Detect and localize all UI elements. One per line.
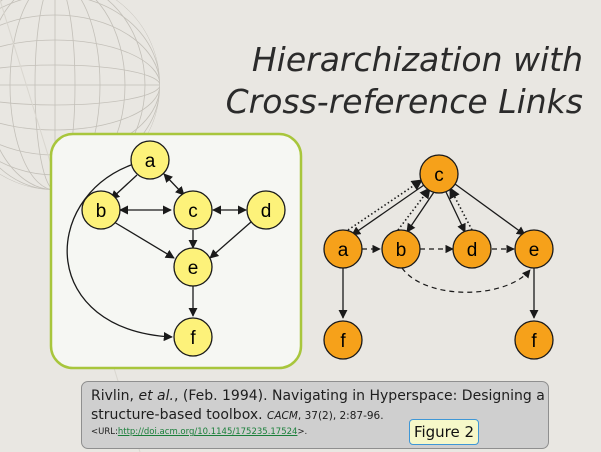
node-e: e bbox=[173, 247, 213, 287]
node-f-right: f bbox=[514, 320, 554, 360]
svg-text:d: d bbox=[467, 240, 478, 261]
node-f-left: f bbox=[323, 320, 363, 360]
svg-text:a: a bbox=[338, 240, 349, 261]
citation-url-link[interactable]: http://doi.acm.org/10.1145/175235.17524 bbox=[117, 427, 298, 437]
edge-a-c bbox=[163, 173, 185, 196]
slide-title-line2: Cross-reference Links bbox=[225, 82, 583, 121]
node-d: d bbox=[452, 229, 492, 269]
edge-a-f bbox=[66, 164, 173, 342]
citation-line3: <URL:http://doi.acm.org/10.1145/175235.1… bbox=[91, 427, 308, 437]
left-graph: a b c d e f bbox=[49, 132, 303, 370]
svg-text:c: c bbox=[188, 201, 198, 222]
node-c-root: c bbox=[419, 154, 459, 194]
svg-text:f: f bbox=[340, 331, 346, 352]
node-f: f bbox=[173, 317, 213, 357]
node-c: c bbox=[173, 190, 213, 230]
svg-text:e: e bbox=[529, 240, 540, 261]
svg-text:c: c bbox=[434, 165, 444, 186]
edge-d-e bbox=[209, 221, 252, 259]
node-d: d bbox=[246, 190, 286, 230]
svg-text:f: f bbox=[531, 331, 537, 352]
xref-b-e-curve bbox=[401, 267, 531, 293]
edge-c-a bbox=[351, 184, 425, 236]
node-a: a bbox=[323, 229, 363, 269]
slide-title-line1: Hierarchization with bbox=[251, 40, 583, 79]
right-graph: c a b d e f f bbox=[323, 154, 554, 360]
svg-text:b: b bbox=[396, 240, 407, 261]
node-b: b bbox=[81, 190, 121, 230]
node-e: e bbox=[514, 229, 554, 269]
figure-label-badge: Figure 2 bbox=[409, 419, 479, 445]
svg-text:a: a bbox=[145, 151, 156, 172]
citation-line2: structure-based toolbox. CACM, 37(2), 2:… bbox=[91, 407, 384, 423]
edge-c-e bbox=[454, 183, 526, 236]
xref-a-c bbox=[347, 179, 423, 231]
edge-b-e bbox=[113, 221, 175, 259]
node-a: a bbox=[130, 140, 170, 180]
svg-text:e: e bbox=[188, 258, 199, 279]
citation-line1: Rivlin, et al., (Feb. 1994). Navigating … bbox=[91, 388, 545, 404]
edge-a-b bbox=[110, 174, 138, 200]
edge-c-d bbox=[445, 191, 466, 233]
svg-text:d: d bbox=[261, 201, 272, 222]
edge-c-b bbox=[406, 191, 435, 233]
xref-b-c bbox=[397, 187, 431, 231]
svg-text:f: f bbox=[190, 328, 196, 349]
node-b: b bbox=[381, 229, 421, 269]
svg-text:b: b bbox=[96, 201, 107, 222]
